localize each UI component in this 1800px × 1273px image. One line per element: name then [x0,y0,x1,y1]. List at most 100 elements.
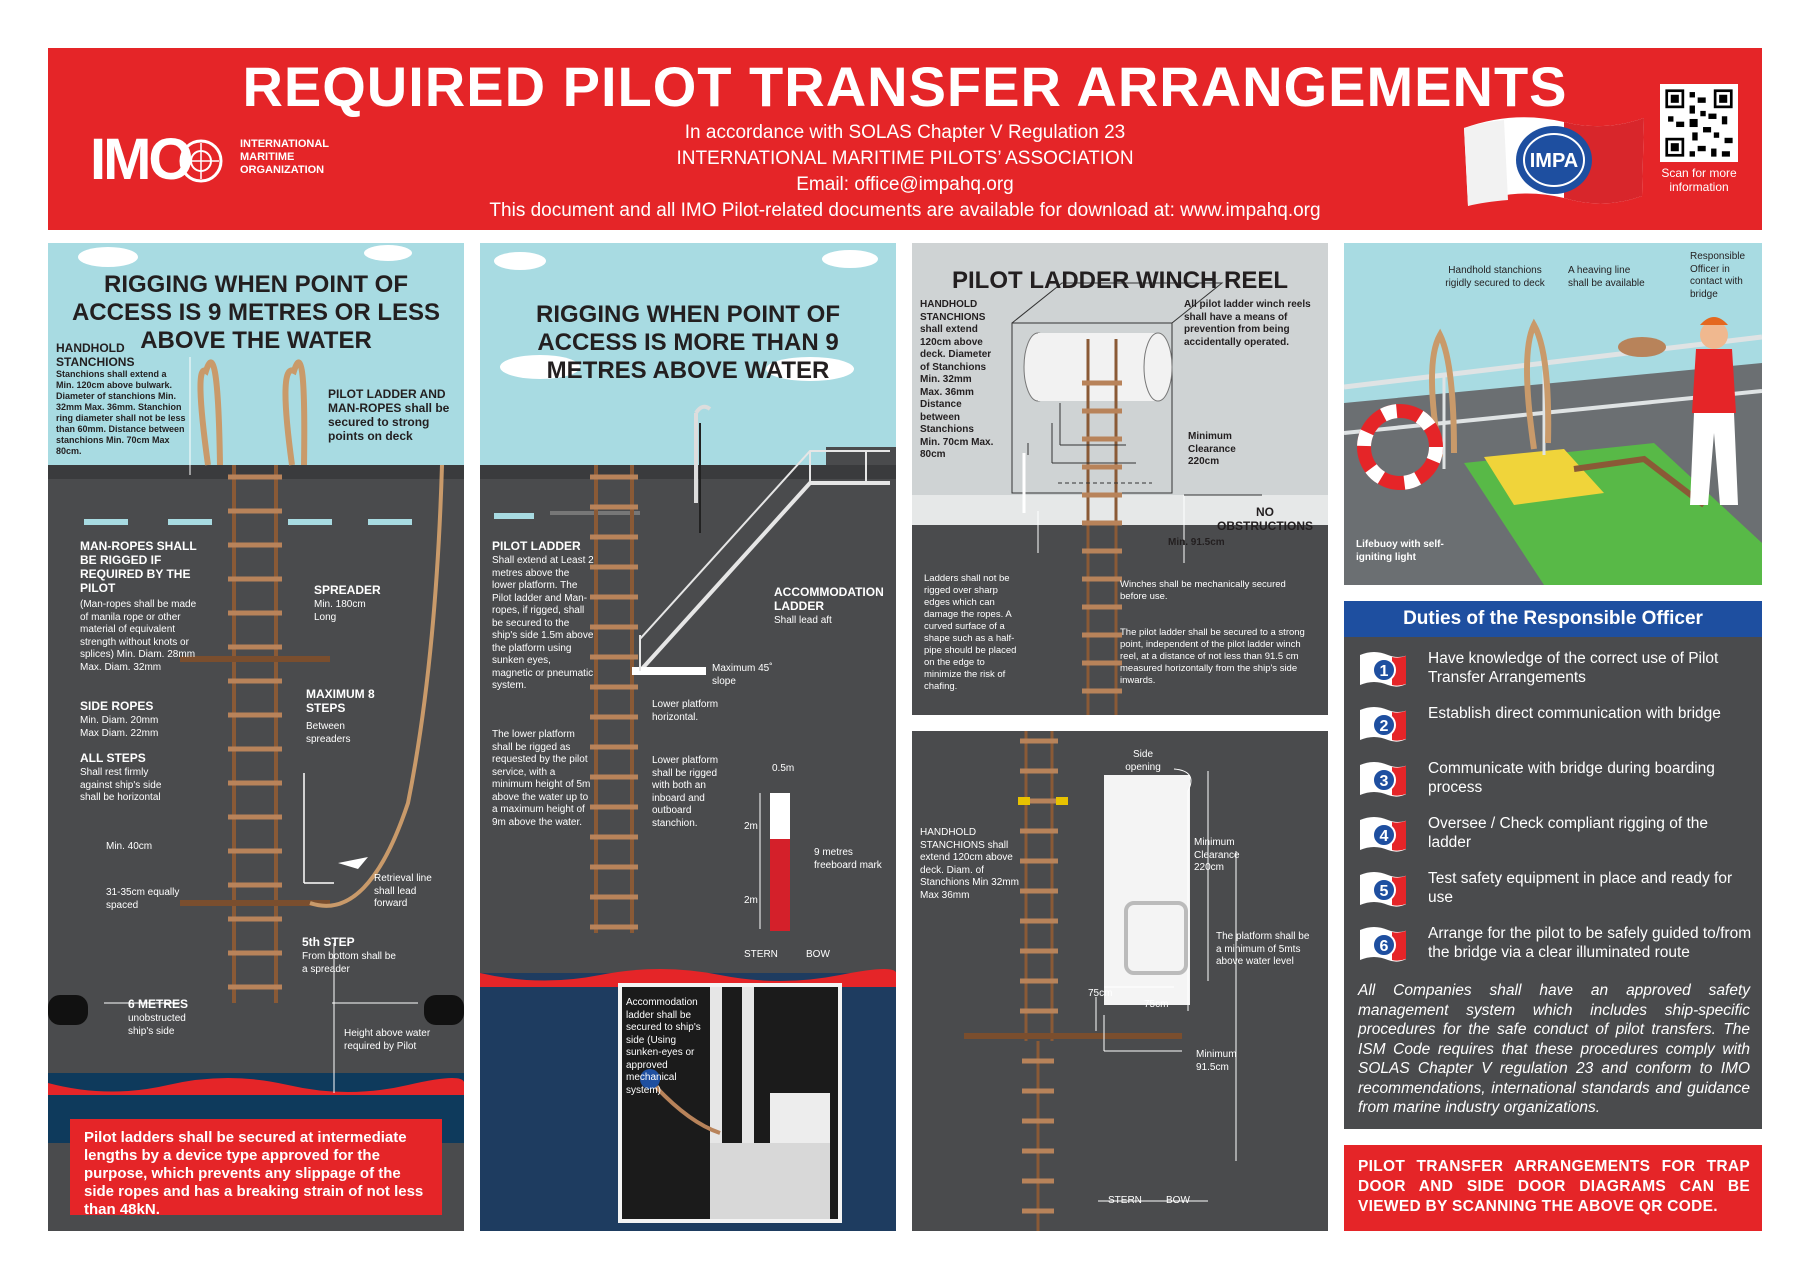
imo-logo-letters: IMO [90,127,194,192]
side-bow-label: BOW [1166,1195,1190,1206]
imo-org-name: INTERNATIONAL MARITIME ORGANIZATION [240,138,329,177]
panel2-title: RIGGING WHEN POINT OF ACCESS IS MORE THA… [536,301,840,384]
stern-label: STERN [744,949,778,960]
sky-background [480,243,896,465]
side-ropes-text: Min. Diam. 20mm Max Diam. 22mm [80,715,159,739]
impa-logo-text: IMPA [1530,150,1579,172]
duty-text: Arrange for the pilot to be safely guide… [1428,925,1752,961]
max-slope-label: Maximum 45˚ slope [712,663,773,687]
winch-reel-prevention-text: All pilot ladder winch reels shall have … [1184,299,1311,348]
panel-rigging-9m-or-less: RIGGING WHEN POINT OF ACCESS IS 9 METRES… [48,243,464,1231]
winch-reel-diagram [912,282,1328,715]
imo-logo: IMO INTERNATIONAL MARITIME ORGANIZATION [90,130,350,190]
panel1-title: RIGGING WHEN POINT OF ACCESS IS 9 METRES… [71,271,441,354]
header-subtitle-impa: INTERNATIONAL MARITIME PILOTS’ ASSOCIATI… [676,148,1134,169]
side-stern-label: STERN [1108,1195,1142,1206]
all-steps-heading: ALL STEPS [80,751,146,765]
maximum-steps-heading: MAXIMUM 8 STEPS [306,687,375,715]
lifebuoy-label: Lifebuoy with self-igniting light [1356,539,1444,563]
dim-75cm-vertical-label: 75cm [1088,988,1113,999]
handhold-secured-label: Handhold stanchions rigidly secured to d… [1445,265,1545,289]
fifth-step-heading: 5th STEP [302,935,355,949]
impa-flag-logo: IMPA [1464,117,1644,206]
dim-2m-lower-label: 2m [744,895,758,906]
side-min-915-label: Minimum 91.5cm [1196,1049,1237,1073]
duty-number: 6 [1380,938,1389,955]
duty-number: 1 [1380,663,1389,680]
duties-paragraph: All Companies shall have an approved saf… [1358,982,1750,1116]
maximum-steps-text: Between spreaders [306,721,351,745]
bow-label: BOW [806,949,830,960]
side-opening-diagram [964,731,1237,1231]
duty-number: 3 [1380,773,1389,790]
pilot-ladder-heading: PILOT LADDER [492,539,581,553]
lower-platform-rigged-label: Lower platform shall be rigged with both… [652,755,719,829]
spreader-text: Min. 180cm Long [314,599,366,623]
flag-number-icon: 2 [1360,707,1406,742]
deck-scene-illustration [1344,317,1762,585]
header-email: Email: office@impahq.org [796,174,1014,195]
winch-clearance-label: Minimum Clearance 220cm [1188,431,1236,467]
retrieval-line-label: Retrieval line shall lead forward [374,873,432,909]
dim-75cm-horizontal-label: 75cm [1144,999,1169,1010]
duty-item: 1 Have knowledge of the correct use of Pi… [1358,649,1753,695]
duty-number: 4 [1380,828,1389,845]
side-clearance-label: Minimum Clearance 220cm [1194,837,1240,873]
page-title: REQUIRED PILOT TRANSFER ARRANGEMENTS [242,55,1568,118]
accommodation-ladder-heading: ACCOMMODATION LADDER [774,585,884,613]
winch-secured-note: Winches shall be mechanically secured be… [1120,579,1286,602]
header-banner: REQUIRED PILOT TRANSFER ARRANGEMENTS In … [48,48,1762,230]
duty-item: 6 Arrange for the pilot to be safely guid… [1358,924,1753,970]
manropes-text: (Man-ropes shall be made of manila rope … [80,599,197,673]
height-above-water-label: Height above water required by Pilot [344,1028,431,1052]
heaving-line-label: A heaving line shall be available [1568,265,1645,289]
flag-number-icon: 3 [1360,762,1406,797]
flag-number-icon: 5 [1360,872,1406,907]
duties-panel: Duties of the Responsible Officer 1 Have … [1344,601,1762,1129]
duty-item: 3 Communicate with bridge during boarding… [1358,759,1753,805]
accommodation-ladder-text: Shall lead aft [774,615,832,626]
panel3-title: PILOT LADDER WINCH REEL [952,267,1288,294]
pilot-ladder-text: Shall extend at Least 2 metres above the… [492,555,594,691]
duty-number: 5 [1380,883,1389,900]
panel-winch-reel: PILOT LADDER WINCH REEL HANDHOLD STANCHI… [912,243,1328,715]
duty-text: Establish direct communication with brid… [1428,705,1721,722]
trap-door-note: PILOT TRANSFER ARRANGEMENTS FOR TRAP DOO… [1358,1158,1750,1215]
duty-text: Have knowledge of the correct use of Pil… [1428,650,1719,686]
flag-number-icon: 4 [1360,817,1406,852]
flag-number-icon: 1 [1360,652,1406,687]
six-metres-heading: 6 METRES [128,997,189,1011]
header-download-note: This document and all IMO Pilot-related … [489,200,1321,221]
side-ropes-heading: SIDE ROPES [80,699,154,713]
spreader-heading: SPREADER [314,583,381,597]
panel-boarding-deck-scene: Handhold stanchions rigidly secured to d… [1344,243,1762,585]
strong-point-note: The pilot ladder shall be secured to a s… [1120,627,1305,686]
lower-platform-text: The lower platform shall be rigged as re… [492,729,591,828]
handhold-stanchions-label: HANDHOLD STANCHIONS [56,341,135,369]
dim-05m-label: 0.5m [772,763,795,774]
duty-text: Test safety equipment in place and ready… [1428,870,1733,906]
platform-height-note: The platform shall be a minimum of 5mts … [1216,931,1310,967]
panel-side-opening: Side opening HANDHOLD STANCHIONS shall e… [912,731,1328,1231]
pilot-ladder-manropes-note: PILOT LADDER AND MAN-ROPES shall be secu… [328,387,450,443]
fifth-step-text: From bottom shall be a spreader [302,951,396,975]
sharp-edges-note: Ladders shall not be rigged over sharp e… [924,573,1017,692]
winch-handhold-text: HANDHOLD STANCHIONS shall extend 120cm a… [920,299,994,460]
lower-platform-horizontal-label: Lower platform horizontal. [652,699,719,723]
trap-door-note-box: PILOT TRANSFER ARRANGEMENTS FOR TRAP DOO… [1344,1145,1762,1231]
side-opening-label: Side opening [1125,749,1161,773]
duty-text: Communicate with bridge during boarding … [1428,760,1715,796]
six-metres-text: unobstructed ship's side [128,1013,186,1037]
accommodation-ladder-diagram [480,250,896,1231]
handhold-stanchions-text: Stanchions shall extend a Min. 120cm abo… [56,369,186,456]
no-obstructions-label: NO OBSTRUCTIONS [1217,505,1313,533]
min-915-label: Min. 91.5cm [1168,537,1225,548]
un-emblem-icon [179,139,223,183]
duties-title: Duties of the Responsible Officer [1344,601,1762,637]
qr-code-icon[interactable] [1660,84,1738,162]
imo-org-line: MARITIME [240,151,295,163]
duty-number: 2 [1380,718,1389,735]
dim-2m-upper-label: 2m [744,821,758,832]
freeboard-mark-label: 9 metres freeboard mark [814,847,882,871]
